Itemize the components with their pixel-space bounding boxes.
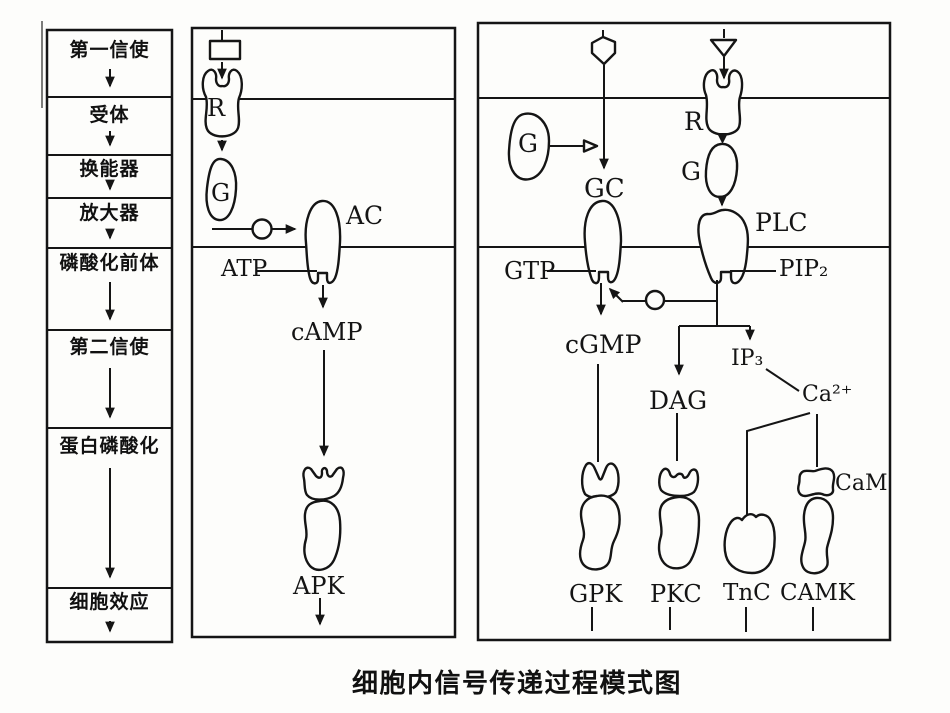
open-arrowhead-icon	[582, 139, 599, 153]
ligand-rect-icon	[208, 39, 242, 61]
label-GC: GC	[584, 174, 625, 204]
CAMK-kinase-shape	[800, 496, 835, 575]
camp-panel-border	[190, 26, 457, 639]
label-CAMK: CAMK	[780, 580, 855, 606]
flow-step-amplifier: 放大器	[79, 203, 140, 224]
coupling-circle-icon	[644, 289, 666, 311]
label-TnC: TnC	[723, 580, 771, 606]
flow-step-phospho-precursor: 磷酸化前体	[59, 253, 160, 274]
APK-kinase-shape	[303, 499, 342, 572]
effector-PLC-shape	[697, 208, 750, 285]
CaM-cap-shape	[797, 467, 836, 498]
label-G-right: G	[681, 157, 701, 186]
flow-step-protein-phosphorylation: 蛋白磷酸化	[59, 436, 160, 457]
crosstalk-arrow	[608, 287, 624, 303]
label-PIP2: PIP₂	[779, 256, 829, 282]
label-GTP: GTP	[504, 257, 556, 285]
APK-regulatory-cap-shape	[302, 466, 345, 501]
label-ATP: ATP	[221, 256, 268, 282]
IP3-to-Ca-line	[765, 368, 800, 392]
gc-plc-panel-border	[476, 21, 892, 642]
label-Ca2plus: Ca²⁺	[802, 382, 853, 407]
flow-column-dividers	[47, 96, 172, 589]
GPK-cap-shape	[580, 461, 620, 500]
label-DAG: DAG	[649, 386, 708, 415]
flow-column-border	[45, 28, 174, 644]
camp-panel-lineart	[190, 26, 457, 639]
label-PLC: PLC	[755, 208, 808, 237]
flow-step-second-messenger: 第二信使	[69, 337, 150, 358]
ligand-pentagon-icon	[590, 35, 617, 66]
receptor-R-shape	[201, 68, 243, 138]
label-APK: APK	[293, 572, 345, 600]
label-AC: AC	[346, 201, 384, 230]
receptor-R-shape	[702, 69, 744, 136]
flow-step-transducer: 换能器	[79, 159, 140, 180]
label-R-middle: R	[207, 94, 226, 122]
ligand-triangle-icon	[709, 38, 738, 58]
effector-GC-shape	[583, 199, 623, 285]
GPK-kinase-shape	[578, 494, 621, 571]
g-protein-shape	[205, 157, 238, 222]
flow-column-lineart	[45, 28, 174, 644]
figure-caption: 细胞内信号传递过程模式图	[352, 669, 683, 699]
label-G-middle: G	[211, 179, 231, 207]
PKC-kinase-shape	[657, 495, 701, 570]
label-PKC: PKC	[650, 580, 702, 608]
arrow-R-to-G-head	[717, 133, 728, 144]
label-GPK: GPK	[569, 580, 623, 608]
flow-step-receptor: 受体	[89, 105, 130, 126]
free-g-protein-shape	[507, 112, 551, 181]
label-R-right: R	[684, 107, 703, 136]
label-cGMP: cGMP	[565, 330, 642, 359]
label-free-G: G	[518, 129, 538, 158]
flow-step-first-messenger: 第一信使	[69, 40, 150, 61]
effector-AC-shape	[304, 199, 342, 285]
label-CaM: CaM	[835, 471, 888, 496]
label-cAMP: cAMP	[291, 318, 363, 346]
label-IP3: IP₃	[731, 346, 764, 371]
coupling-circle-icon	[251, 218, 273, 240]
gc-plc-panel-lineart	[476, 21, 892, 642]
Ca-to-TnC-line	[746, 412, 811, 517]
flow-step-cell-effect: 细胞效应	[69, 592, 150, 613]
PKC-cap-shape	[658, 467, 700, 498]
TnC-shape	[723, 512, 776, 575]
g-protein-shape	[704, 142, 739, 199]
